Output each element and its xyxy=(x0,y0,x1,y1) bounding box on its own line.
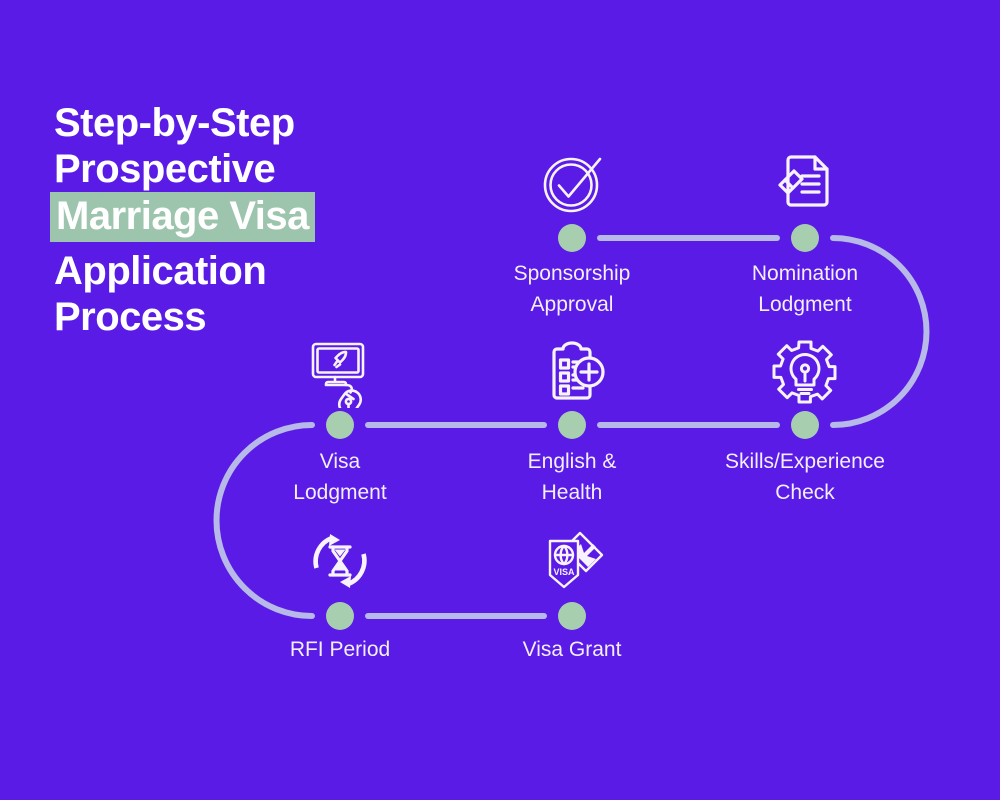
step-label-nomination-lodgment: Nomination Lodgment xyxy=(751,262,859,316)
page-title: Step-by-Step Prospective Marriage Visa A… xyxy=(50,100,474,340)
connector-right-arc xyxy=(830,235,930,428)
passport-ticket-icon: VISA xyxy=(536,525,608,597)
title-line-1: Step-by-Step xyxy=(54,101,295,145)
step-label-sponsorship-approval: Sponsorship Approval xyxy=(513,262,631,316)
node-dot-rfi-period[interactable] xyxy=(326,602,354,630)
title-line-4: Application xyxy=(54,249,267,293)
monitor-mouse-icon xyxy=(304,336,376,408)
document-pencil-icon xyxy=(769,143,841,215)
title-line-5: Process xyxy=(54,295,207,339)
step-label-skills-experience-check: Skills/Experience Check xyxy=(725,450,885,504)
step-label-visa-grant: Visa Grant xyxy=(522,638,622,661)
title-line-3-row: Marriage Visa xyxy=(50,192,474,248)
check-circle-icon xyxy=(536,148,608,220)
node-dot-visa-grant[interactable] xyxy=(558,602,586,630)
title-line-3-highlighted: Marriage Visa xyxy=(50,192,315,242)
title-line-2: Prospective xyxy=(54,147,276,191)
node-dot-english-health[interactable] xyxy=(558,411,586,439)
passport-visa-text: VISA xyxy=(553,567,575,577)
gear-lightbulb-icon xyxy=(769,336,841,408)
node-dot-visa-lodgment[interactable] xyxy=(326,411,354,439)
step-label-english-health: English & Health xyxy=(527,450,617,504)
hourglass-refresh-icon xyxy=(304,525,376,597)
node-dot-skills-experience-check[interactable] xyxy=(791,411,819,439)
step-label-rfi-period: RFI Period xyxy=(289,638,391,661)
step-label-visa-lodgment: Visa Lodgment xyxy=(293,450,387,504)
node-dot-sponsorship-approval[interactable] xyxy=(558,224,586,252)
node-dot-nomination-lodgment[interactable] xyxy=(791,224,819,252)
clipboard-medical-icon xyxy=(536,336,608,408)
connector-left-arc xyxy=(213,422,315,619)
